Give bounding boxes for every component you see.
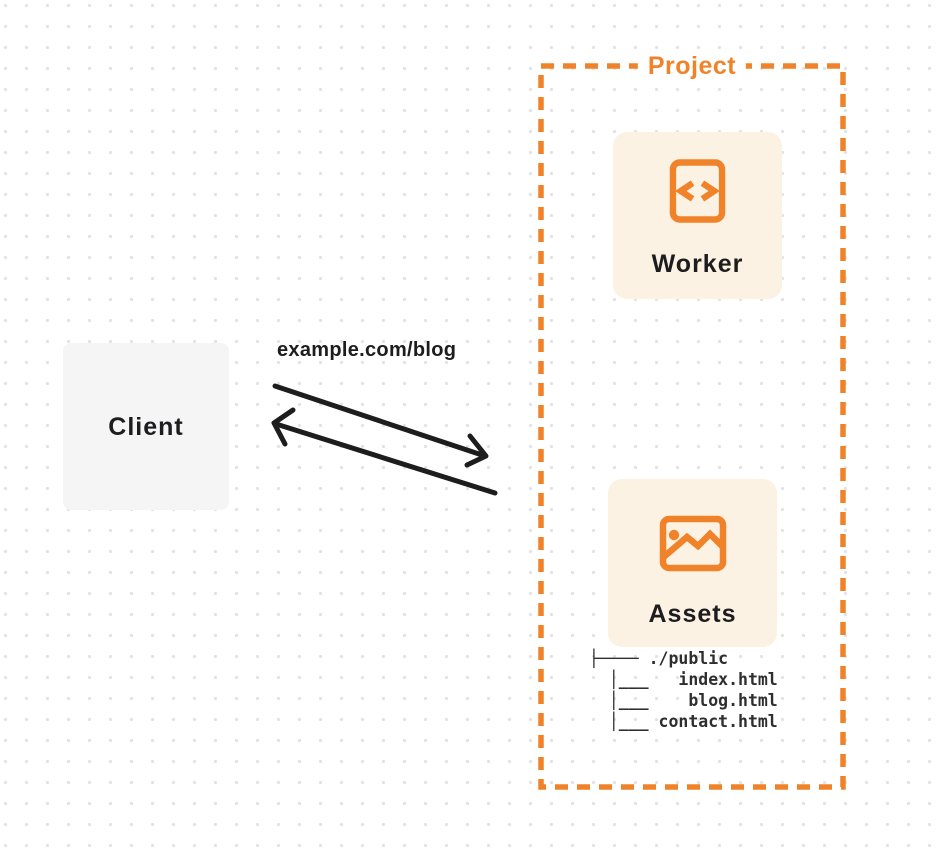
project-dashed-border [538, 63, 846, 790]
worker-label: Worker [651, 250, 744, 278]
assets-label: Assets [648, 600, 737, 628]
assets-file-tree: ├──── ./public │___ index.html │___ blog… [589, 649, 778, 731]
image-icon [659, 515, 726, 572]
project-label: Project [637, 51, 747, 81]
client-node: Client [63, 343, 229, 510]
code-file-icon [669, 159, 726, 223]
response-arrow [271, 407, 498, 496]
request-arrow [272, 383, 489, 468]
worker-node: Worker [613, 132, 782, 299]
request-url-label: example.com/blog [277, 339, 457, 361]
assets-node: Assets [608, 479, 777, 647]
client-label: Client [108, 412, 184, 441]
